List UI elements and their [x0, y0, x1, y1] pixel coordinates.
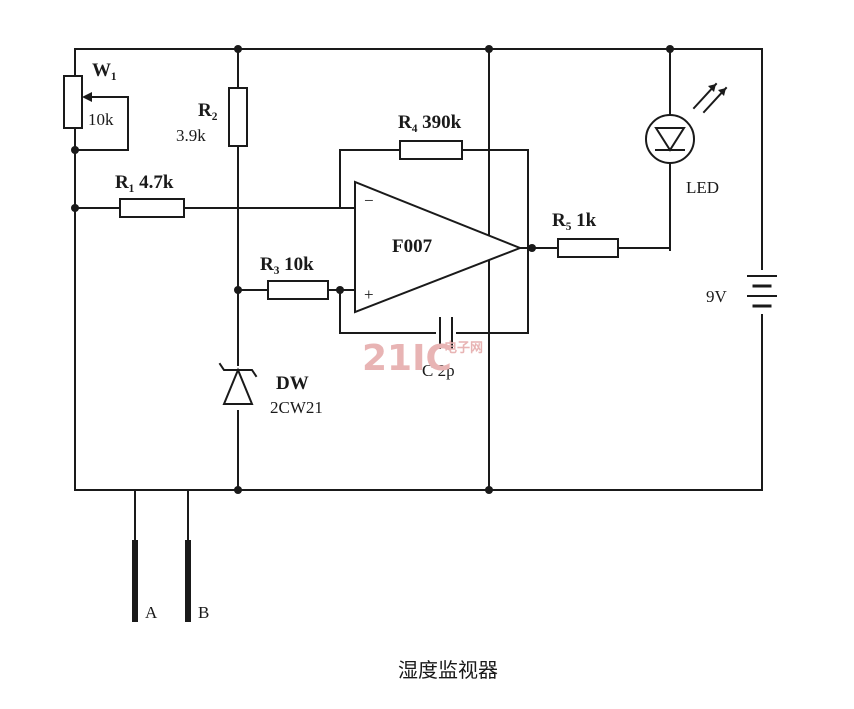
led-body: [645, 114, 695, 164]
resistor-r2: R₂ 3.9k: [176, 87, 248, 147]
zener-part-label: 2CW21: [270, 398, 323, 417]
junction-dot: [528, 244, 536, 252]
resistor-r5: R₅ 1k: [552, 210, 619, 258]
r5-label: R₅ 1k: [552, 210, 597, 231]
resistor-r3: R₃ 10k: [260, 254, 329, 300]
battery-label: 9V: [706, 287, 728, 306]
opamp-label: F007: [392, 236, 433, 257]
led-diode-icon: [654, 127, 686, 152]
junction-dot: [234, 45, 242, 53]
junctions: [71, 45, 674, 494]
zener-triangle-icon: [222, 367, 254, 405]
capacitor-c: C 2p: [422, 317, 456, 380]
watermark-sub: 电子网: [444, 340, 483, 356]
light-arrow-icon: [718, 88, 726, 96]
wiper-arrow-icon: [82, 92, 92, 102]
resistor-body: [267, 280, 329, 300]
potentiometer-body: [63, 75, 83, 129]
potentiometer-w1: W₁ 10k: [63, 60, 129, 129]
capacitor-label: C 2p: [422, 361, 455, 380]
zener-bar-icon: [218, 362, 258, 378]
junction-dot: [71, 204, 79, 212]
diagram-caption: 湿度监视器: [398, 658, 498, 682]
resistor-body: [228, 87, 248, 147]
resistor-body: [557, 238, 619, 258]
r2-value-label: 3.9k: [176, 126, 206, 145]
resistor-r4: R₄ 390k: [398, 112, 463, 160]
r3-label: R₃ 10k: [260, 254, 314, 275]
resistor-body: [399, 140, 463, 160]
led: LED: [645, 82, 728, 197]
opamp-triangle: [354, 180, 523, 314]
r1-label: R₁ 4.7k: [115, 172, 174, 193]
junction-dot: [234, 486, 242, 494]
junction-dot: [666, 45, 674, 53]
opamp-plus-sign: +: [364, 285, 374, 304]
zener-label: DW: [276, 373, 309, 394]
opamp-f007: F007 − +: [354, 180, 523, 314]
junction-dot: [485, 486, 493, 494]
resistor-body: [119, 198, 185, 218]
probes: A B: [132, 540, 209, 622]
junction-dot: [336, 286, 344, 294]
junction-dot: [485, 45, 493, 53]
cap-feedback-wire: [339, 247, 529, 334]
w1-label: W₁: [92, 60, 117, 81]
r2-label: R₂: [198, 100, 218, 121]
led-label: LED: [686, 178, 719, 197]
light-arrow-icon: [708, 84, 716, 92]
junction-dot: [234, 286, 242, 294]
resistor-r1: R₁ 4.7k: [115, 172, 185, 218]
probe-b-label: B: [198, 603, 209, 622]
junction-dot: [71, 146, 79, 154]
battery-9v: 9V: [706, 270, 780, 314]
opamp-minus-sign: −: [364, 191, 374, 210]
probe-a-label: A: [145, 603, 158, 622]
r4-label: R₄ 390k: [398, 112, 462, 133]
watermark-logo: 21IC: [362, 338, 452, 379]
zener-diode-dw: DW 2CW21: [218, 362, 323, 417]
w1-value-label: 10k: [88, 110, 114, 129]
watermark: 21IC 电子网: [362, 338, 483, 379]
